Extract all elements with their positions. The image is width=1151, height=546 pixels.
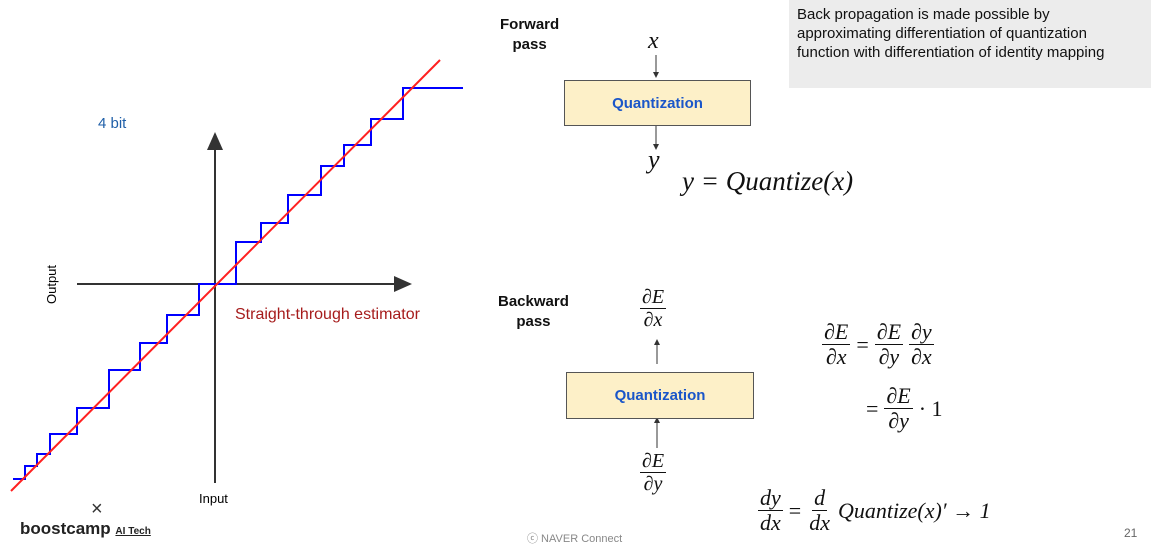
ste-label: Straight-through estimator — [235, 306, 420, 323]
bit-label: 4 bit — [98, 115, 127, 132]
chain-rule-eq: ∂E∂x = ∂E∂y ∂y∂x — [822, 319, 934, 370]
x-axis-label: Input — [199, 491, 228, 506]
copyright: ⓒ NAVER Connect — [527, 533, 623, 545]
note-box: Back propagation is made possible by app… — [789, 0, 1151, 88]
page-number: 21 — [1124, 526, 1138, 540]
forward-quantization-box: Quantization — [564, 80, 751, 126]
forward-output: y — [648, 145, 660, 174]
forward-equation: y = Quantize(x) — [682, 166, 854, 196]
forward-input: x — [648, 28, 659, 54]
backward-quantization-box: Quantization — [566, 372, 754, 419]
y-axis-label: Output — [44, 264, 60, 305]
identity-eq: = ∂E∂y · 1 — [866, 383, 943, 434]
logo-x-icon: × — [91, 498, 103, 520]
boostcamp-logo: boostcamp AI Tech — [20, 519, 151, 538]
grad-x: ∂E∂x — [640, 286, 667, 331]
identity-line — [10, 59, 441, 492]
grad-y: ∂E∂y — [640, 450, 667, 495]
quantization-graph — [10, 59, 463, 492]
